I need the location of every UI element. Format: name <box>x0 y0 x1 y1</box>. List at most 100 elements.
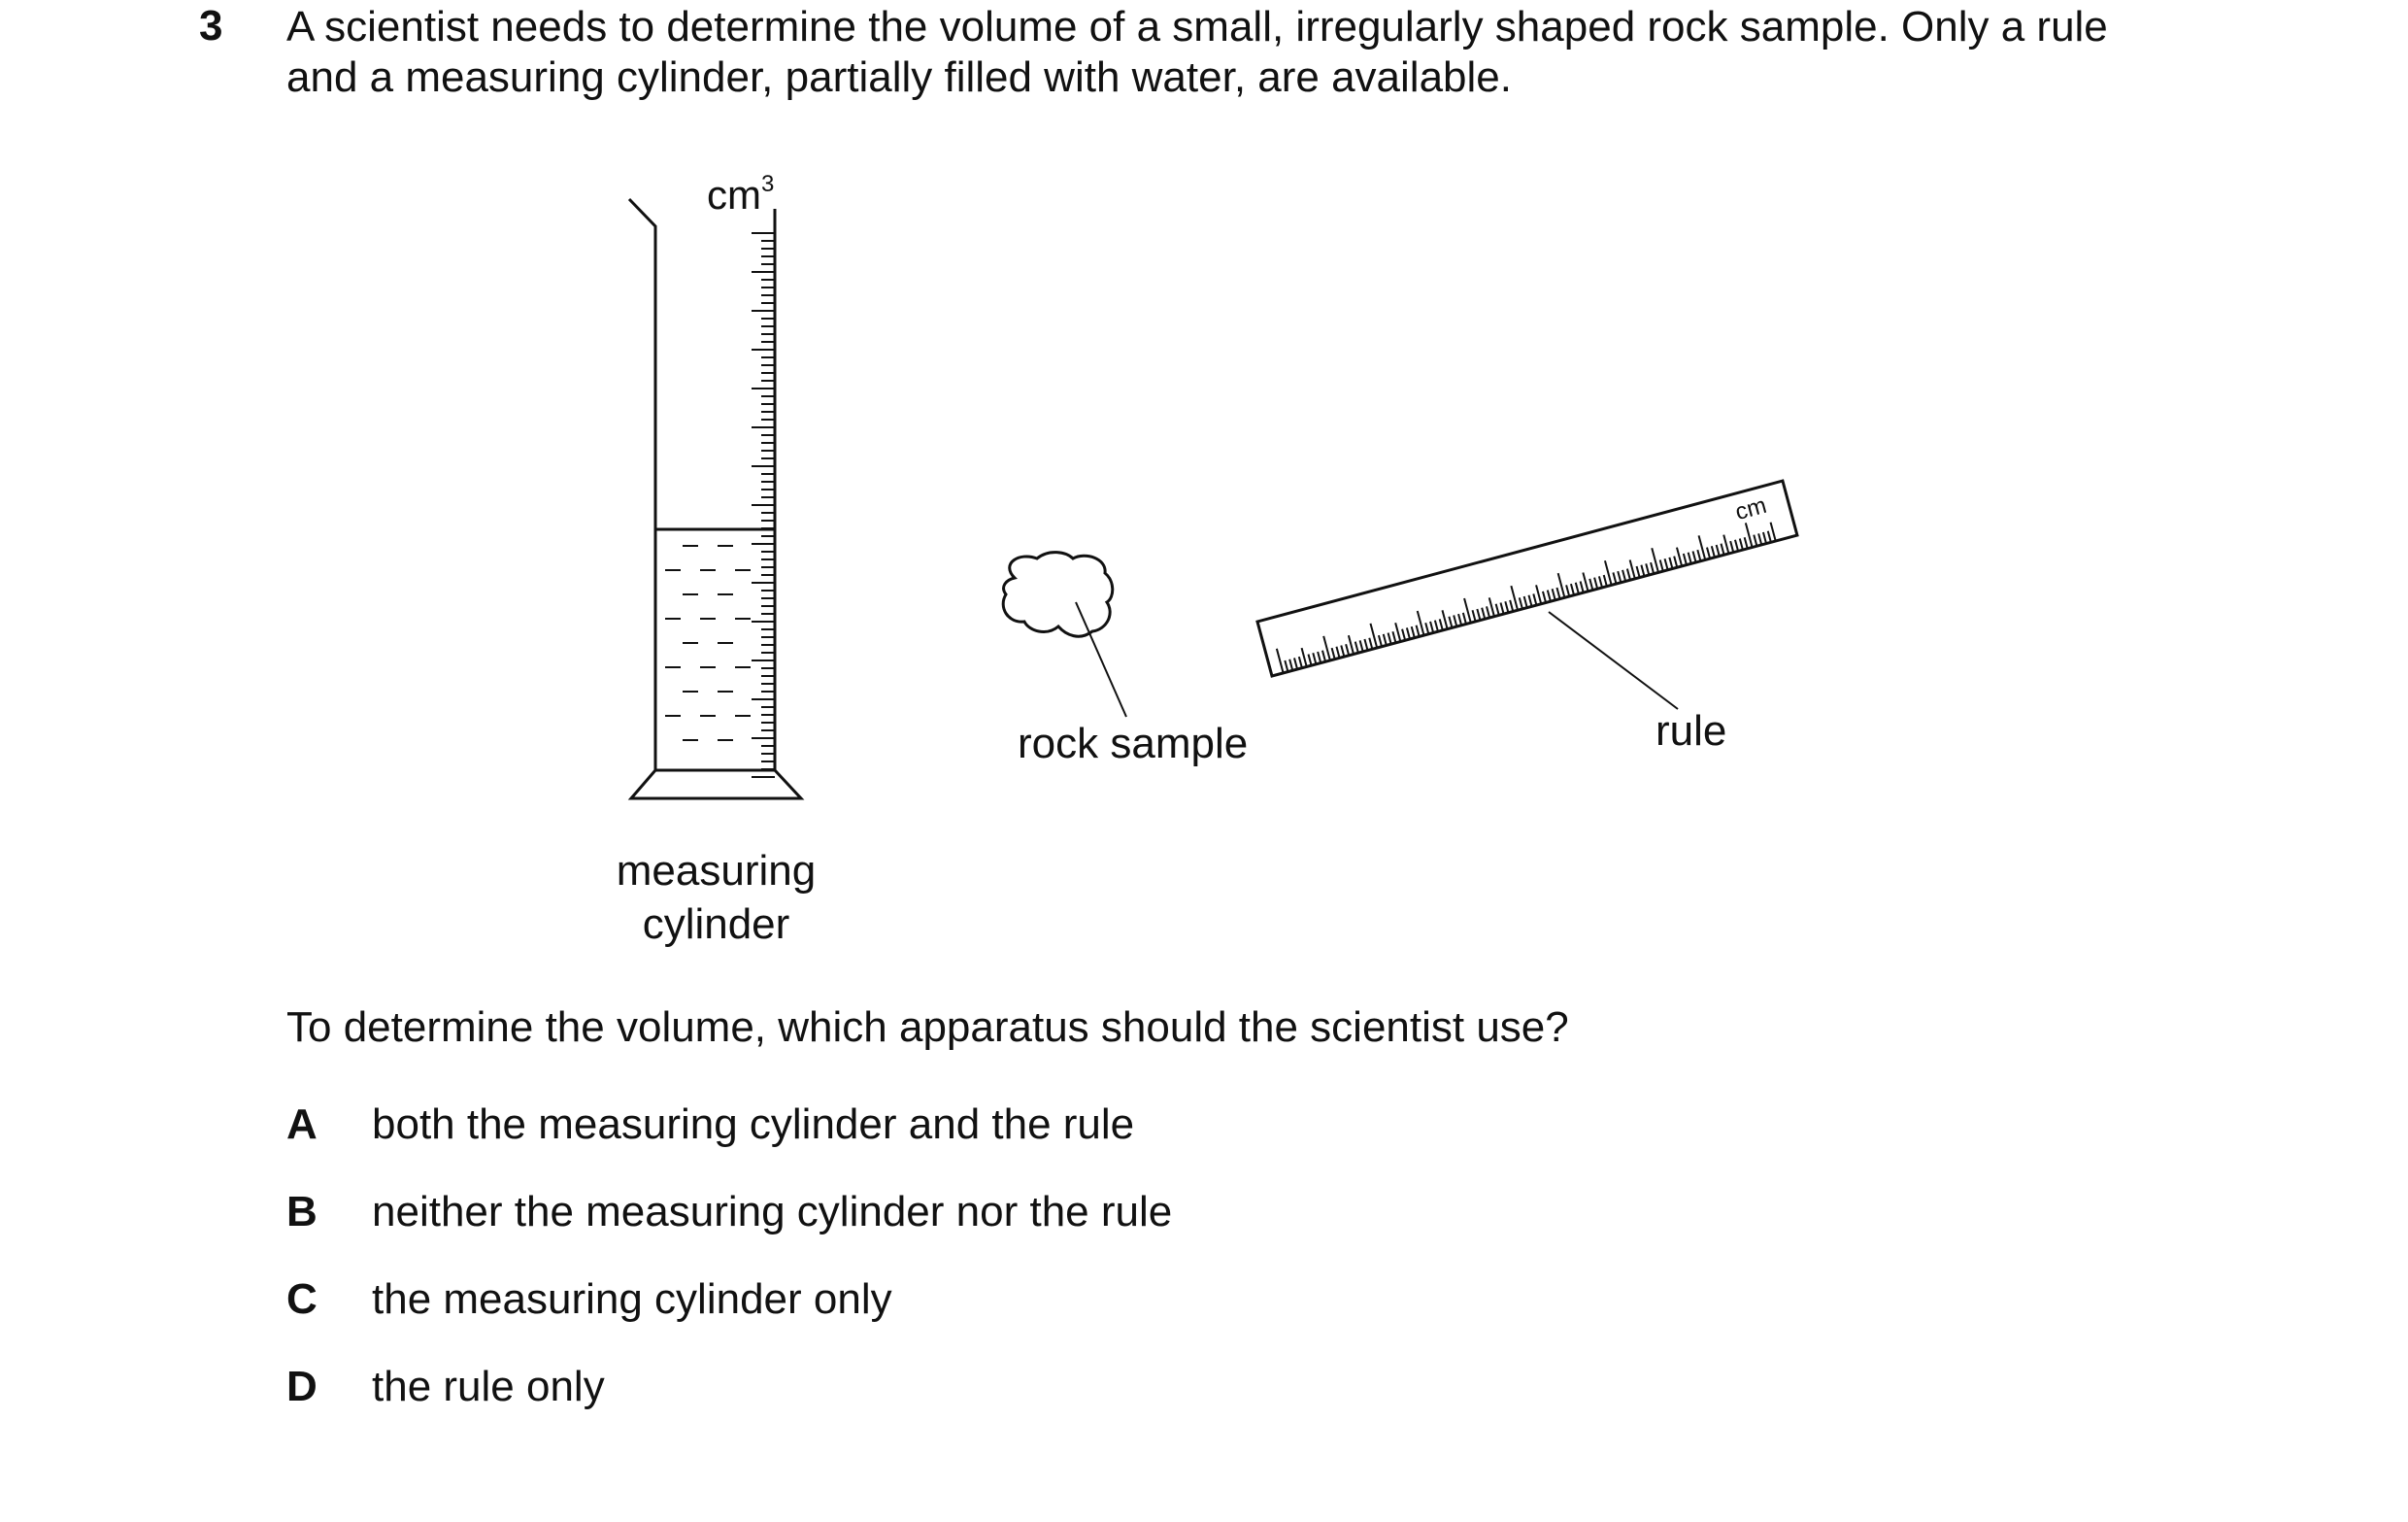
rule-tick <box>1377 634 1383 648</box>
rule-tick <box>1345 643 1351 657</box>
rule-tick <box>1650 561 1656 574</box>
cylinder-unit-label: cm3 <box>707 171 774 218</box>
rule-tick <box>1738 538 1744 551</box>
rule-tick <box>1415 625 1421 637</box>
rule-tick <box>1645 563 1651 576</box>
rock-sample-label: rock sample <box>1018 720 1249 767</box>
rule-tick <box>1589 578 1594 591</box>
rule-tick <box>1743 536 1749 550</box>
rule-tick <box>1307 654 1313 666</box>
rule-tick <box>1663 558 1669 571</box>
rule-label: rule <box>1656 707 1727 755</box>
rule-tick <box>1720 543 1725 556</box>
rule-tick <box>1651 548 1659 573</box>
stem-line: and a measuring cylinder, partially fill… <box>286 53 1512 101</box>
rule-leader-line <box>1548 611 1679 710</box>
rule-tick <box>1673 556 1679 568</box>
rule-tick <box>1494 603 1500 616</box>
rule-tick <box>1347 634 1355 655</box>
label-line: measuring <box>616 847 817 895</box>
option-text: both the measuring cylinder and the rule <box>372 1100 1135 1148</box>
rule-tick <box>1481 607 1487 620</box>
rule-tick <box>1382 633 1388 646</box>
label-line: cylinder <box>642 900 790 948</box>
cylinder-scale <box>752 232 775 778</box>
rule-tick <box>1722 534 1730 555</box>
rule-tick <box>1410 626 1416 638</box>
rule-tick <box>1628 559 1636 580</box>
option-letter: D <box>286 1363 318 1410</box>
rule-tick <box>1486 606 1491 619</box>
rule-tick <box>1593 577 1599 590</box>
rule-tick <box>1330 647 1336 660</box>
rule-tick <box>1312 653 1318 665</box>
rock-sample-drawing <box>1001 551 1127 718</box>
rule-tick <box>1335 646 1341 659</box>
rule-tick <box>1625 568 1631 581</box>
rule-tick <box>1457 613 1463 626</box>
rule-tick <box>1729 540 1735 553</box>
option-letter: A <box>286 1100 318 1148</box>
rule-tick <box>1416 610 1425 636</box>
rule-tick <box>1535 585 1543 605</box>
rule-tick <box>1612 572 1618 585</box>
rule-drawing: cm <box>1255 479 1799 678</box>
rule-tick <box>1358 640 1364 653</box>
question-stem: A scientist needs to determine the volum… <box>286 2 2355 103</box>
rule-tick <box>1691 551 1697 563</box>
rule-tick <box>1551 589 1556 601</box>
question-number: 3 <box>199 2 223 50</box>
water <box>665 545 751 741</box>
rule-tick <box>1706 547 1712 559</box>
rule-tick <box>1565 585 1571 597</box>
rule-tick <box>1518 597 1523 610</box>
rule-tick <box>1574 582 1580 594</box>
rule-tick <box>1504 600 1510 614</box>
rule-tick <box>1546 590 1552 602</box>
rule-tick <box>1622 569 1627 582</box>
rule-scale <box>1275 522 1777 674</box>
rule-tick <box>1387 632 1392 645</box>
rule-tick <box>1499 602 1505 615</box>
rule-tick <box>1687 552 1692 564</box>
rule-tick <box>1340 645 1346 658</box>
stem-line: A scientist needs to determine the volum… <box>286 3 2108 51</box>
rule-tick <box>1668 557 1674 569</box>
rule-tick <box>1275 648 1285 674</box>
rule-tick <box>1322 635 1331 661</box>
rule-tick <box>1368 637 1374 650</box>
rule-tick <box>1766 530 1772 543</box>
rule-tick <box>1461 612 1467 625</box>
rule-tick <box>1555 587 1561 599</box>
rule-tick <box>1769 522 1777 542</box>
rule-tick <box>1757 533 1763 546</box>
rule-tick <box>1317 651 1322 663</box>
rule-tick <box>1753 534 1758 547</box>
rule-tick <box>1405 627 1411 640</box>
rule-tick <box>1321 650 1327 662</box>
rule-tick <box>1569 583 1576 595</box>
rule-tick <box>1284 660 1289 672</box>
rule-tick <box>1715 544 1721 557</box>
rule-tick <box>1682 553 1688 565</box>
rule-tick <box>1369 623 1379 649</box>
rule-tick <box>1675 547 1684 567</box>
rule-tick <box>1541 591 1548 603</box>
rule-tick <box>1463 597 1472 624</box>
rule-tick <box>1453 615 1458 627</box>
rule-tick <box>1488 597 1495 617</box>
measuring-cylinder-label: measuring cylinder <box>602 844 830 951</box>
rule-tick <box>1761 531 1768 544</box>
rule-tick <box>1510 585 1520 611</box>
rule-tick <box>1532 593 1538 606</box>
rule-tick <box>1476 608 1482 621</box>
rule-tick <box>1509 599 1515 612</box>
rule-tick <box>1603 559 1613 586</box>
rule-tick <box>1438 619 1444 631</box>
rule-tick <box>1597 576 1603 589</box>
